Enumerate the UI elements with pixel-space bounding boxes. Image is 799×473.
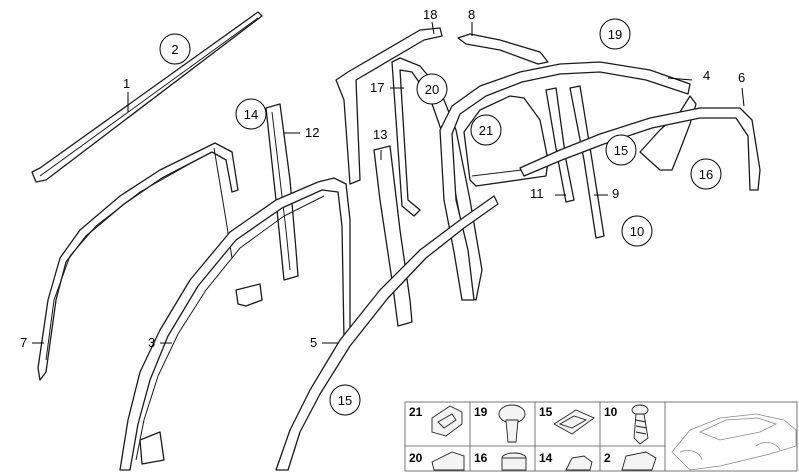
circled-callout-20: 20 (416, 73, 448, 105)
callout-9: 9 (612, 186, 619, 201)
callout-8: 8 (468, 7, 475, 22)
callout-12: 12 (305, 125, 319, 140)
grid-label-10: 10 (604, 405, 618, 419)
svg-text:19: 19 (608, 27, 622, 42)
end-cap-2-icon (621, 451, 657, 471)
grid-label-2: 2 (604, 451, 611, 465)
grommet-16-icon (501, 452, 527, 471)
svg-text:2: 2 (171, 42, 178, 57)
circled-callouts: 2 14 20 21 19 15 16 10 (159, 18, 722, 416)
callout-5: 5 (310, 335, 317, 350)
callout-3: 3 (148, 335, 155, 350)
circled-callout-15-lower: 15 (329, 384, 361, 416)
part-4-rear-frame (639, 95, 697, 171)
grid-label-16: 16 (474, 451, 488, 465)
callout-6: 6 (738, 70, 745, 85)
car-thumbnail-icon (671, 413, 797, 471)
svg-text:16: 16 (699, 167, 713, 182)
leader-lines (32, 21, 745, 344)
expanding-rivet-19-icon (498, 404, 526, 443)
screw-10-icon (631, 404, 649, 445)
svg-text:15: 15 (338, 393, 352, 408)
part-11-trim (545, 87, 575, 203)
svg-text:14: 14 (244, 107, 258, 122)
clip-21-icon (431, 405, 463, 437)
callout-numbers: 1 18 8 12 17 13 4 6 11 9 7 3 5 (20, 7, 745, 350)
small-parts-grid: 21 19 15 10 20 16 14 2 (404, 401, 798, 472)
grid-label-15: 15 (539, 405, 553, 419)
circled-callout-15-upper: 15 (605, 134, 637, 166)
clip-14-icon (565, 455, 593, 471)
callout-17: 17 (370, 80, 384, 95)
circled-callout-16: 16 (690, 158, 722, 190)
callout-18: 18 (423, 7, 437, 22)
circled-callout-19: 19 (599, 18, 631, 50)
circled-callout-21: 21 (470, 114, 502, 146)
svg-text:21: 21 (479, 123, 493, 138)
callout-1: 1 (123, 76, 130, 91)
part-5-door-strip (275, 195, 499, 471)
part-1-roof-moulding (31, 11, 263, 183)
grid-label-21: 21 (409, 405, 423, 419)
callout-4: 4 (703, 68, 710, 83)
grid-label-20: 20 (409, 451, 423, 465)
part-3-door-frame (119, 177, 351, 471)
svg-text:10: 10 (630, 224, 644, 239)
callout-7: 7 (20, 335, 27, 350)
part-9-trim (569, 85, 605, 239)
callout-13: 13 (373, 127, 387, 142)
grid-label-19: 19 (474, 405, 488, 419)
svg-text:20: 20 (425, 82, 439, 97)
svg-text:15: 15 (614, 143, 628, 158)
part-12-pillar-trim (235, 103, 299, 307)
circled-callout-10: 10 (621, 215, 653, 247)
circled-callout-2: 2 (159, 33, 191, 65)
grid-label-14: 14 (539, 451, 553, 465)
clip-20-icon (431, 451, 465, 471)
clip-15-icon (553, 409, 595, 435)
circled-callout-14: 14 (235, 98, 267, 130)
part-6-arch-moulding (519, 107, 761, 191)
callout-11: 11 (530, 186, 544, 201)
part-8-clip-strip (457, 33, 549, 65)
